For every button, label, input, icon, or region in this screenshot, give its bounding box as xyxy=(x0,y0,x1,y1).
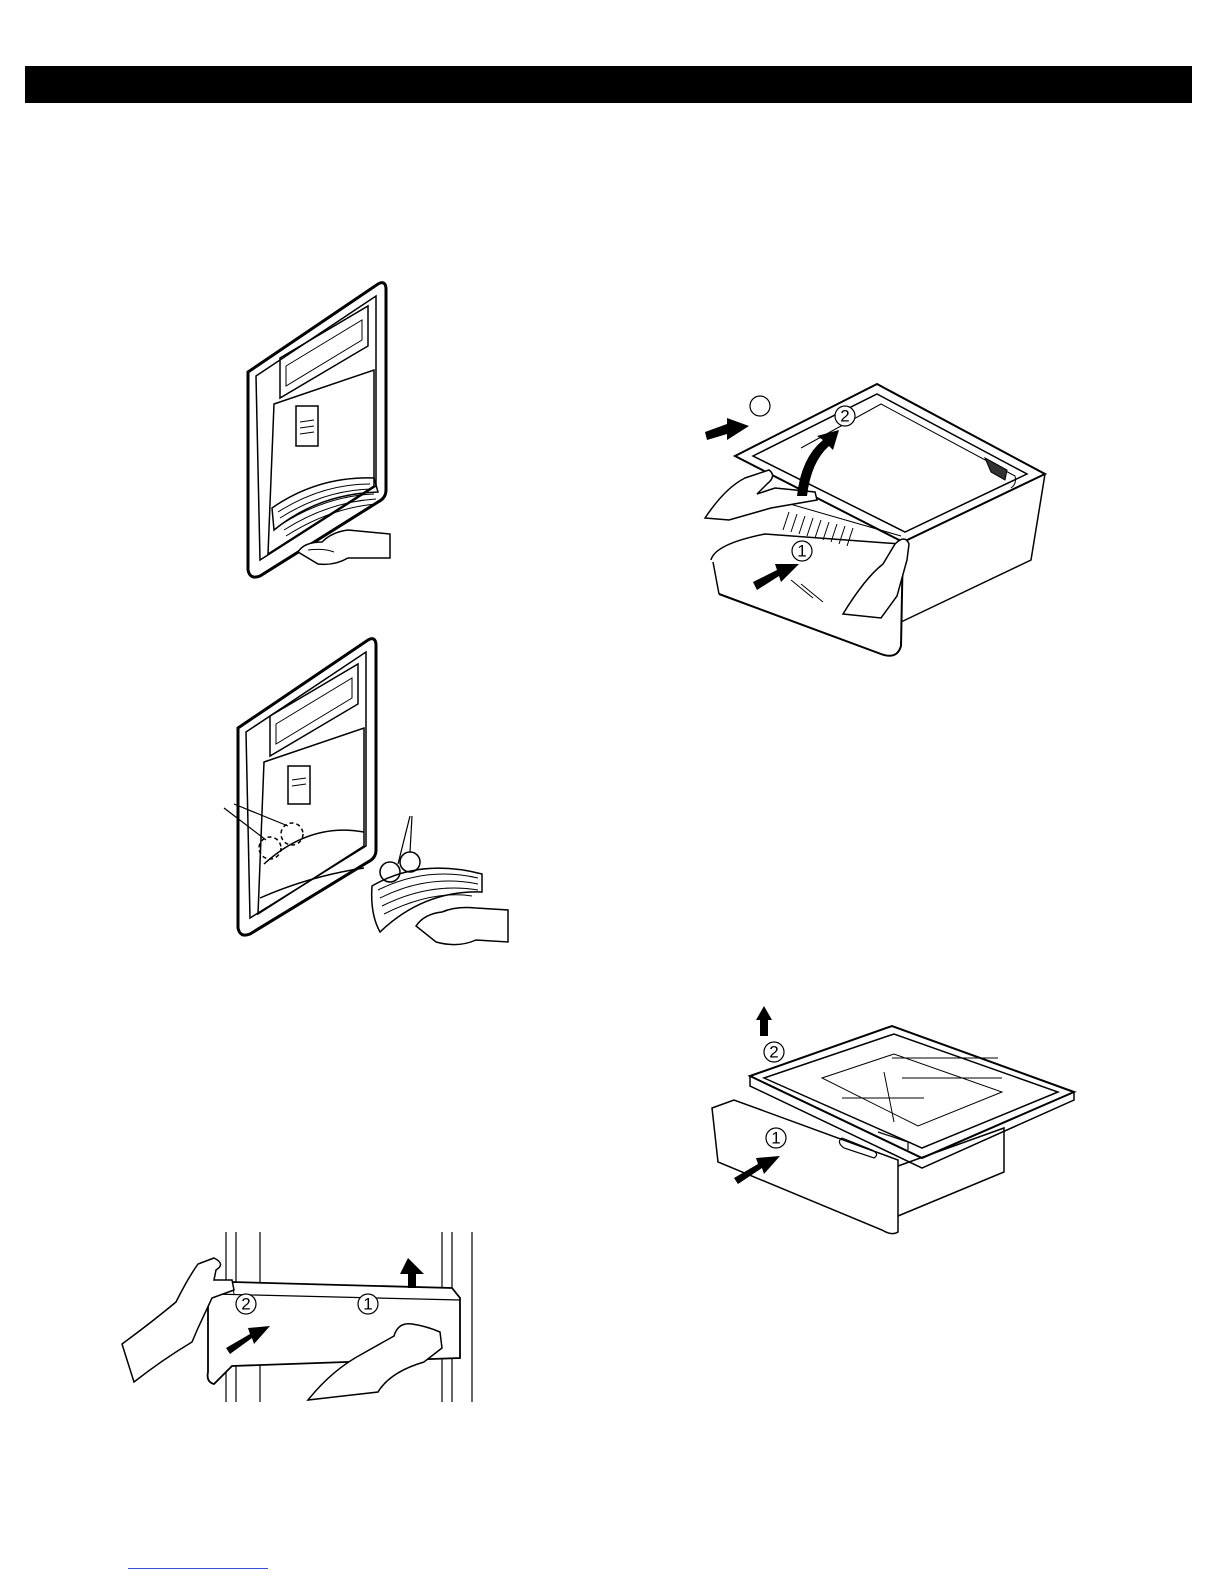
drawer-lift-off-figure: 2 1 xyxy=(712,1002,1084,1234)
callout-1: 1 xyxy=(797,542,806,561)
dispenser-tray-removed-figure xyxy=(220,636,520,948)
dispenser-tray-figure xyxy=(238,280,398,580)
footer-link-underline[interactable] xyxy=(128,1568,268,1569)
callout-2: 2 xyxy=(769,1043,778,1062)
door-bin-figure: 2 1 xyxy=(122,1232,482,1404)
callout-1: 1 xyxy=(771,1129,780,1148)
pull-out-drawer-figure: 2 1 xyxy=(705,384,1060,664)
section-header-bar xyxy=(25,66,1192,103)
callout-2: 2 xyxy=(241,1295,250,1314)
callout-1: 1 xyxy=(363,1295,372,1314)
callout-2: 2 xyxy=(840,407,849,426)
